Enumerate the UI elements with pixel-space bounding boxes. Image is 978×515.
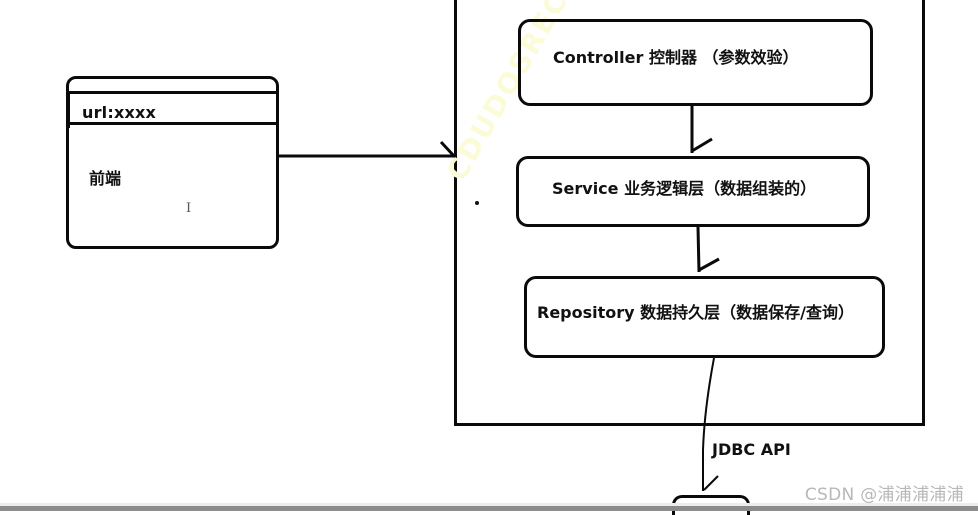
frontend-url-label: url:xxxx [82, 103, 157, 122]
service-layer-box: Service 业务逻辑层（数据组装的） [516, 156, 870, 227]
frontend-label: 前端 [89, 169, 122, 188]
controller-layer-label: Controller 控制器 （参数效验） [553, 48, 799, 67]
service-to-repository-arrowhead [698, 257, 720, 272]
controller-to-service-arrowhead [691, 137, 713, 153]
service-to-repository-line [696, 226, 701, 273]
frontend-to-backend-arrowhead [439, 140, 456, 158]
frontend-header-band [66, 91, 276, 128]
service-layer-label: Service 业务逻辑层（数据组装的） [552, 179, 817, 198]
bottom-scrollbar[interactable] [0, 503, 978, 511]
repository-layer-label: Repository 数据持久层（数据保存/查询） [537, 303, 855, 322]
frontend-header-marker [66, 91, 70, 128]
repository-layer-box: Repository 数据持久层（数据保存/查询） [524, 276, 885, 358]
controller-layer-box: Controller 控制器 （参数效验） [518, 19, 873, 106]
repository-to-database-arrowhead [703, 475, 719, 491]
repository-to-database-line [702, 357, 715, 491]
backend-frame [454, 0, 925, 426]
csdn-watermark: CSDN @浦浦浦浦浦 [804, 485, 964, 505]
stray-dot [475, 201, 479, 205]
text-cursor-icon: I [186, 201, 192, 216]
frontend-box: url:xxxx 前端 I [66, 76, 279, 249]
jdbc-api-label: JDBC API [712, 440, 791, 459]
